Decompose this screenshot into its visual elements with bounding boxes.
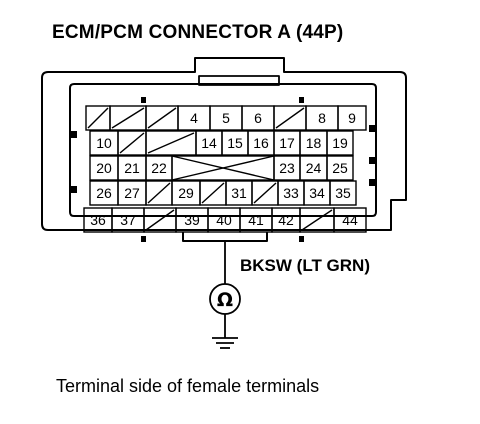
empty-cavity-slash xyxy=(145,209,175,231)
pin-number: 24 xyxy=(306,160,322,176)
pin-cell xyxy=(337,105,367,131)
pin-number: 15 xyxy=(227,135,243,151)
ohm-symbol: Ω xyxy=(217,289,233,311)
pin-number: 5 xyxy=(222,110,230,126)
pin-number: 39 xyxy=(184,212,200,228)
caption: Terminal side of female terminals xyxy=(56,376,320,396)
pin-number: 8 xyxy=(318,110,326,126)
pin-number: 20 xyxy=(96,160,112,176)
connector-housing xyxy=(41,57,407,231)
empty-cavity-slash xyxy=(301,209,333,231)
pin-cell xyxy=(326,155,354,181)
pin-number: 29 xyxy=(178,185,194,201)
empty-cavity-slash xyxy=(111,107,145,129)
pin-number: 33 xyxy=(283,185,299,201)
empty-cavity-slash xyxy=(147,182,171,204)
pin-number: 16 xyxy=(253,135,269,151)
empty-cavity-slash xyxy=(147,107,177,129)
pin-number: 25 xyxy=(332,160,348,176)
empty-cavity-slash xyxy=(201,182,225,204)
pin-number: 40 xyxy=(216,212,232,228)
pin-number: 6 xyxy=(254,110,262,126)
pin-cell xyxy=(333,207,367,233)
pin-number: 35 xyxy=(335,185,351,201)
pin-number: 10 xyxy=(96,135,112,151)
pin-number: 18 xyxy=(306,135,322,151)
pin-number: 27 xyxy=(124,185,140,201)
bottom-tab xyxy=(182,232,268,242)
latch-tab xyxy=(198,75,280,86)
pin-number: 4 xyxy=(190,110,198,126)
pin-number: 42 xyxy=(278,212,294,228)
pin-number: 34 xyxy=(309,185,325,201)
pin-cell xyxy=(326,130,354,156)
pin-number: 37 xyxy=(120,212,136,228)
pin-number: 26 xyxy=(96,185,112,201)
pin-number: 31 xyxy=(231,185,247,201)
empty-cavity-slash xyxy=(275,107,305,129)
diagram-title: ECM/PCM CONNECTOR A (44P) xyxy=(52,22,344,43)
empty-cavity-slash xyxy=(119,132,145,154)
blocked-region xyxy=(171,155,275,181)
blocked-region-cross xyxy=(171,155,275,181)
pin-number: 14 xyxy=(201,135,217,151)
pin-number: 21 xyxy=(124,160,140,176)
empty-cavity-slash xyxy=(253,182,277,204)
pin-number: 36 xyxy=(90,212,106,228)
pin-labels: 4 5 6 8 9 10 14 15 16 17 18 19 20 21 22 23 24 25 26 27 29 31 3… xyxy=(90,110,358,228)
pin-number: 41 xyxy=(248,212,264,228)
pin-grid xyxy=(83,105,367,233)
wire-label: BKSW (LT GRN) xyxy=(240,256,370,275)
pin-number: 23 xyxy=(279,160,295,176)
pin-number: 17 xyxy=(279,135,295,151)
pin-number: 9 xyxy=(348,110,356,126)
empty-cavity-slash xyxy=(147,132,195,154)
pin-number: 22 xyxy=(151,160,167,176)
pin-number: 44 xyxy=(342,212,358,228)
pin-cell xyxy=(329,180,357,206)
connector-cavity xyxy=(69,83,377,217)
pin-number: 19 xyxy=(332,135,348,151)
empty-cavity-slash xyxy=(87,107,109,129)
